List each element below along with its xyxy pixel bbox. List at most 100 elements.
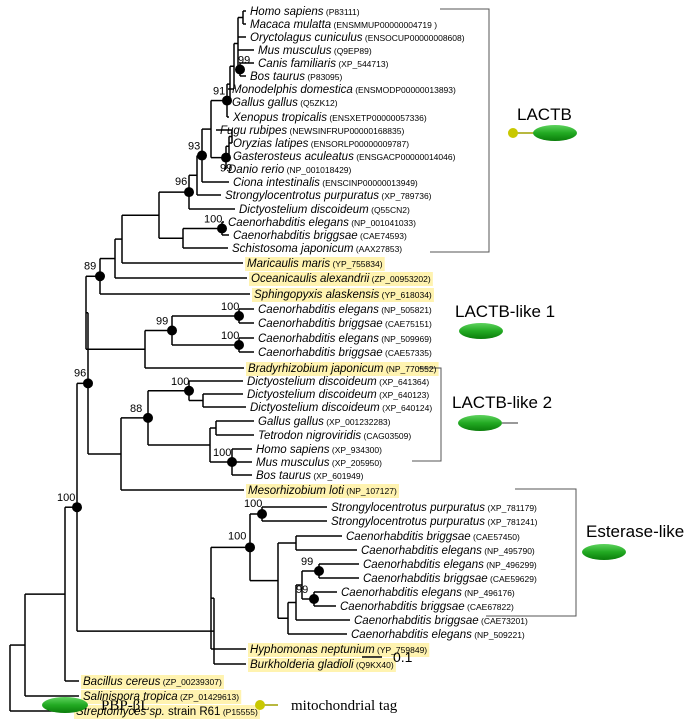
taxon-label: Caenorhabditis elegans (NP_496176) <box>341 587 515 599</box>
taxon-label: Dictyostelium discoideum (XP_640123) <box>247 389 429 401</box>
taxon-accession: (CAE59629) <box>488 574 537 584</box>
taxon-label: Bacillus cereus (ZP_00239307) <box>83 676 222 688</box>
taxon-accession: (XP_544713) <box>336 59 389 69</box>
taxon-label: Homo sapiens (XP_934300) <box>256 444 382 456</box>
bootstrap-value: 99 <box>220 163 232 175</box>
lactb-clade-bracket <box>430 8 490 253</box>
taxon-species: Mus musculus <box>256 457 330 469</box>
bootstrap-value: 100 <box>213 447 231 459</box>
taxon-species: Strongylocentrotus purpuratus <box>331 502 485 514</box>
taxon-accession: (XP_641364) <box>377 377 430 387</box>
taxon-label: Fugu rubipes (NEWSINFRUP00000168835) <box>220 125 404 137</box>
taxon-species: Dictyostelium discoideum <box>247 376 377 388</box>
bootstrap-node <box>184 385 194 396</box>
taxon-label: Oryzias latipes (ENSORLP00000009787) <box>233 138 409 150</box>
bootstrap-value: 99 <box>301 556 313 568</box>
bacterial-taxon-highlight <box>246 362 439 376</box>
taxon-species: Hyphomonas neptunium <box>250 644 375 656</box>
taxon-accession: (XP_781241) <box>485 517 538 527</box>
bootstrap-node <box>245 542 255 553</box>
taxon-species: Dictyostelium discoideum <box>239 204 369 216</box>
taxon-species: Oryctolagus cuniculus <box>250 32 363 44</box>
taxon-species: Homo sapiens <box>256 444 330 456</box>
taxon-label: Caenorhabditis briggsae (CAE75151) <box>258 318 432 330</box>
taxon-species: Bradyrhizobium japonicum <box>248 363 384 375</box>
taxon-species: Strongylocentrotus purpuratus <box>225 190 379 202</box>
taxon-accession: (P15555) <box>220 707 257 717</box>
pbp-domain-legend-icon <box>42 697 88 713</box>
taxon-accession: (XP_601949) <box>311 471 364 481</box>
taxon-label: Mus musculus (XP_205950) <box>256 457 382 469</box>
taxon-accession: (ENSGACP00000014046) <box>354 152 456 162</box>
scale-bar-label: 0.1 <box>393 649 413 665</box>
taxon-label: Caenorhabditis elegans (NP_509969) <box>258 333 432 345</box>
bootstrap-node <box>309 594 319 604</box>
bacterial-taxon-highlight <box>245 257 385 271</box>
bootstrap-node <box>217 223 227 234</box>
taxon-species: Caenorhabditis elegans <box>341 587 462 599</box>
taxon-species: Dictyostelium discoideum <box>247 389 377 401</box>
taxon-label: Caenorhabditis briggsae (CAE74593) <box>233 230 407 242</box>
taxon-accession: (NP_001041033) <box>349 218 416 228</box>
taxon-label: Oryctolagus cuniculus (ENSOCUP0000000860… <box>250 32 465 44</box>
scale-bar: 0.1 <box>362 649 413 665</box>
taxon-accession: (XP_934300) <box>330 445 383 455</box>
bootstrap-value: 100 <box>57 492 75 504</box>
bootstrap-value: 100 <box>244 498 262 510</box>
taxon-label: Caenorhabditis briggsae (CAE57450) <box>346 531 520 543</box>
lactb-domain-icon <box>508 125 577 141</box>
taxon-label: Salinispora tropica (ZP_01429613) <box>83 691 239 703</box>
taxon-species: Caenorhabditis briggsae <box>363 573 488 585</box>
bacterial-taxon-highlight <box>248 658 396 672</box>
taxon-species: Burkholderia gladioli <box>250 659 354 671</box>
bootstrap-node <box>197 150 207 161</box>
taxon-accession: (AAX27853) <box>353 244 402 254</box>
taxon-label: Mesorhizobium loti (NP_107127) <box>248 485 397 497</box>
bootstrap-node <box>95 271 105 282</box>
taxon-species: Canis familiaris <box>258 58 336 70</box>
taxon-species: Caenorhabditis elegans <box>361 545 482 557</box>
taxon-label: Bos taurus (XP_601949) <box>256 470 364 482</box>
taxon-label: Caenorhabditis briggsae (CAE57335) <box>258 347 432 359</box>
taxon-accession: (NP_496299) <box>484 560 537 570</box>
taxon-species: Gasterosteus aculeatus <box>233 151 354 163</box>
legend-pbp-label: PBP-βL <box>101 698 149 714</box>
taxon-accession: (ZP_00239307) <box>160 677 222 687</box>
taxon-species: Bos taurus <box>250 71 305 83</box>
taxon-accession: (Q9EP89) <box>332 46 372 56</box>
taxon-species: Tetrodon nigroviridis <box>258 430 361 442</box>
taxon-accession: (Q55CN2) <box>369 205 410 215</box>
taxon-label: Hyphomonas neptunium (YP_759849) <box>250 644 427 656</box>
bacterial-taxon-highlight <box>248 643 430 657</box>
bootstrap-node <box>83 378 93 389</box>
taxon-accession: (P83095) <box>305 72 342 82</box>
bootstrap-value: 88 <box>130 403 142 415</box>
bootstrap-value: 100 <box>221 301 239 313</box>
taxon-accession: (NP_770552) <box>384 364 437 374</box>
taxon-accession: (NP_495790) <box>482 546 535 556</box>
bootstrap-node <box>222 95 232 106</box>
taxon-accession: (ENSORLP00000009787) <box>308 139 409 149</box>
taxon-accession: (XP_789736) <box>379 191 432 201</box>
taxon-species: Gallus gallus <box>232 97 298 109</box>
taxon-accession: (YP_759849) <box>375 645 428 655</box>
taxon-species: Macaca mulatta <box>250 19 331 31</box>
esterase-clade-bracket <box>486 488 577 617</box>
taxon-species: Caenorhabditis briggsae <box>258 347 383 359</box>
taxon-label: Ciona intestinalis (ENSCINP00000013949) <box>233 177 418 189</box>
taxon-species: Bacillus cereus <box>83 676 161 688</box>
taxon-label: Dictyostelium discoideum (XP_641364) <box>247 376 429 388</box>
taxon-species: Homo sapiens <box>250 6 324 18</box>
taxon-label: Macaca mulatta (ENSMMUP00000004719 ) <box>250 19 437 31</box>
bootstrap-node <box>221 152 231 163</box>
taxon-label: Gasterosteus aculeatus (ENSGACP000000140… <box>233 151 456 163</box>
taxon-accession: (XP_640124) <box>380 403 433 413</box>
taxon-accession: (ENSOCUP00000008608) <box>363 33 465 43</box>
taxon-species: Xenopus tropicalis <box>232 112 327 124</box>
taxon-accession: (CAE57335) <box>383 348 432 358</box>
taxon-accession: (ENSCINP00000013949) <box>320 178 418 188</box>
group-label-lactb-like-1: LACTB-like 1 <box>455 302 555 321</box>
group-label-esterase-like: Esterase-like <box>586 522 684 541</box>
taxon-label: Tetrodon nigroviridis (CAG03509) <box>258 430 411 442</box>
